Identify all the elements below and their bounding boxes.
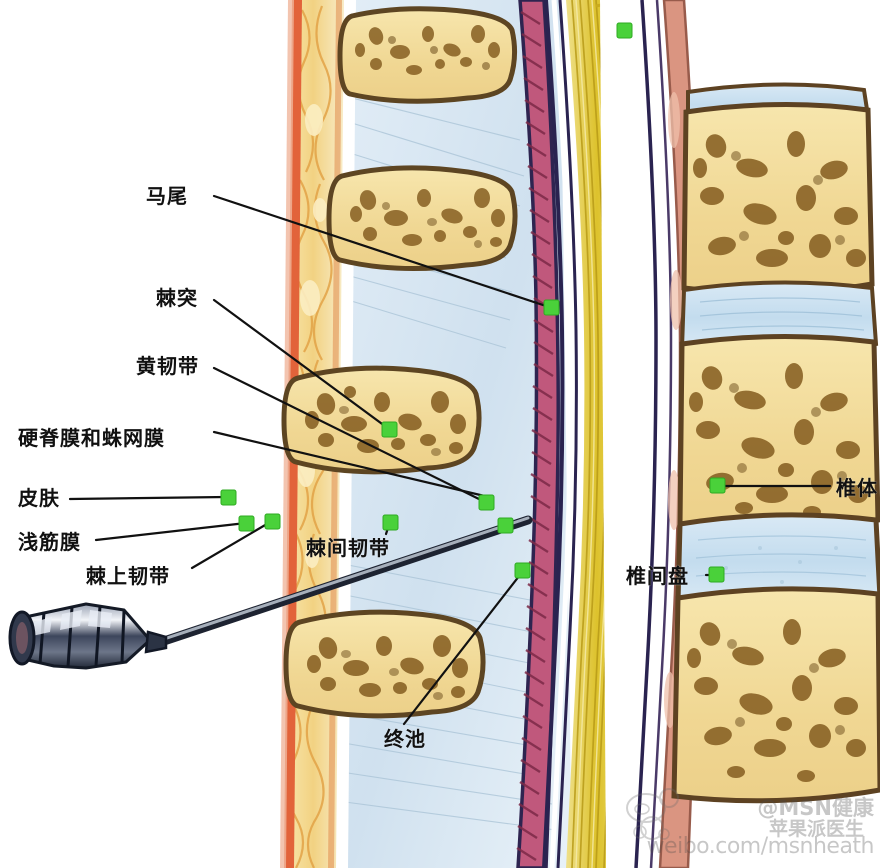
label-vertebral-body: 椎体 <box>836 476 878 500</box>
marker-skin <box>220 489 237 506</box>
label-superficial-fascia: 浅筋膜 <box>18 530 81 554</box>
leader-spinous-process <box>212 298 391 431</box>
marker-interspinous-lig <box>382 514 399 531</box>
leader-dura-arachnoid <box>212 430 495 500</box>
marker-intervertebral-disc <box>708 566 725 583</box>
label-intervertebral-disc: 椎间盘 <box>626 564 689 588</box>
marker-dura-arachnoid <box>497 517 514 534</box>
vertebral-bodies <box>671 82 880 804</box>
marker-vertebral-body <box>709 477 726 494</box>
marker-superficial-fascia <box>238 515 255 532</box>
marker-spinous-process <box>381 421 398 438</box>
label-spinous-process: 棘突 <box>156 286 198 310</box>
marker-terminal-cistern <box>514 562 531 579</box>
marker-cauda-equina <box>616 22 633 39</box>
leader-cauda-equina <box>212 194 554 310</box>
label-ligamentum-flavum: 黄韧带 <box>136 354 199 378</box>
cauda-equina <box>566 0 606 868</box>
label-interspinous-ligament: 棘间韧带 <box>306 536 390 560</box>
marker-ligamentum-flavum <box>478 494 495 511</box>
leader-terminal-cistern <box>402 569 525 726</box>
leader-supraspinous-lig <box>190 519 274 570</box>
label-dura-and-arachnoid: 硬脊膜和蛛网膜 <box>18 426 165 450</box>
marker-cauda-equina-mid <box>543 299 560 316</box>
ligamentum-flavum-and-dura <box>516 0 578 868</box>
label-skin: 皮肤 <box>18 486 60 510</box>
green-markers <box>220 22 726 583</box>
marker-supraspinous-lig <box>264 513 281 530</box>
needle-hub <box>8 602 168 670</box>
leader-superficial-fascia <box>94 521 248 542</box>
leader-skin <box>68 495 228 501</box>
label-supraspinous-ligament: 棘上韧带 <box>86 564 170 588</box>
label-cauda-equina: 马尾 <box>146 184 188 208</box>
leader-lines <box>68 194 832 726</box>
spinal-needle <box>8 515 533 670</box>
leader-ligamentum-flavum <box>212 366 489 505</box>
label-terminal-cistern: 终池 <box>384 727 426 751</box>
